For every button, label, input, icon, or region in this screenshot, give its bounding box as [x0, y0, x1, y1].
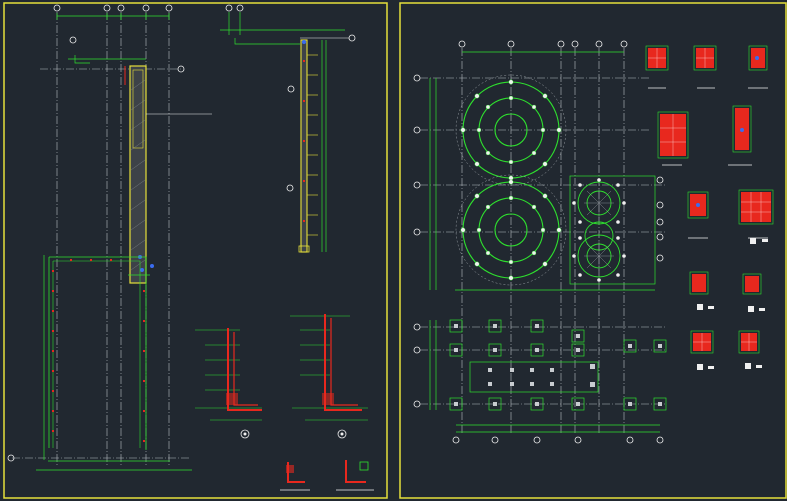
corner-detail-1 — [195, 328, 262, 439]
l-shaped-slab-section — [48, 256, 147, 450]
column-section-details — [645, 45, 774, 370]
pile-cap-grid — [449, 319, 667, 411]
pile-ring-outer-dashed — [455, 74, 567, 286]
right-sheet — [399, 2, 787, 499]
small-detail-3 — [280, 460, 374, 491]
corner-detail-2 — [290, 314, 368, 439]
small-pile-points — [572, 178, 626, 282]
right-axis-bubbles — [413, 40, 664, 444]
left-axis-bubbles — [7, 4, 185, 462]
left-sheet-frame — [3, 2, 388, 499]
right-sheet-frame — [399, 2, 787, 499]
tall-wall-elevation — [220, 4, 356, 253]
left-dimension-lines — [36, 13, 192, 471]
right-dimension-lines — [429, 51, 660, 433]
vertical-wall-section — [124, 65, 212, 284]
left-sheet — [3, 2, 388, 499]
pile-points — [460, 79, 562, 281]
small-pile-spokes — [584, 188, 614, 271]
